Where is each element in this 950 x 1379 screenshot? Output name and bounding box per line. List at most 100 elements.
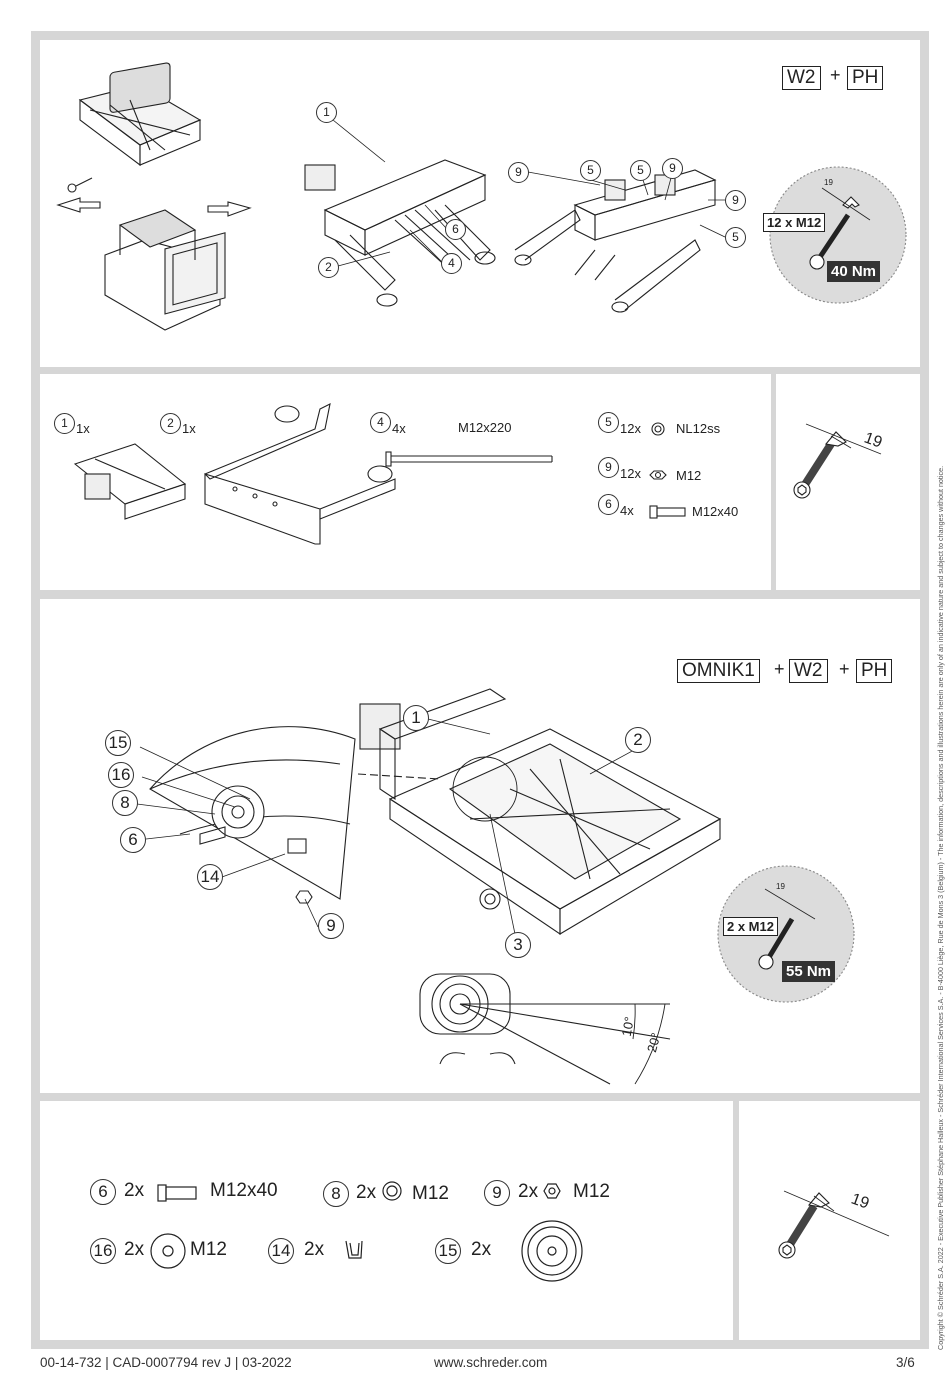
key-icon <box>67 183 77 193</box>
part-callout-2: 2 <box>160 413 181 434</box>
part-qty-14: 2x <box>304 1239 325 1260</box>
wrench-icon <box>800 441 835 489</box>
callout-9: 9 <box>662 158 683 179</box>
part-callout-16: 16 <box>90 1238 116 1264</box>
part-spec-5: NL12ss <box>676 421 721 436</box>
nut-icon-9 <box>543 1183 561 1199</box>
wrench-icon <box>785 1203 818 1249</box>
torque-value: 40 Nm <box>827 261 881 282</box>
luminaire-drawing-top <box>78 62 202 167</box>
callout-14: 14 <box>197 864 223 890</box>
washer-icon-16 <box>150 1233 186 1269</box>
badge-w2: W2 <box>789 659 828 683</box>
page-number: 3/6 <box>896 1355 915 1370</box>
leader-lines-1 <box>332 119 726 267</box>
bracket-assembly-drawing <box>304 159 496 307</box>
badge-omnik1: OMNIK1 <box>677 659 760 683</box>
part-callout-6: 6 <box>90 1179 116 1205</box>
part-spec-6: M12x40 <box>210 1180 278 1201</box>
arrow-right-top <box>207 201 252 217</box>
parts-panel-2: 6 2x M12x40 8 2x M12 9 2x M12 16 2x M12 … <box>40 1101 733 1340</box>
leader-lines-2 <box>136 718 646 935</box>
wrench-drawing-2 <box>778 1190 890 1259</box>
plus-sign: + <box>774 659 785 679</box>
luminaire-frame-drawing <box>359 688 722 936</box>
part-qty-9: 2x <box>518 1181 539 1202</box>
wrench-icon-2 <box>765 917 795 961</box>
arrow-left-top <box>56 197 101 213</box>
part-qty-6: 4x <box>620 503 634 518</box>
copyright-text: Copyright © Schréder S.A. 2022 - Executi… <box>936 465 945 1350</box>
nut-icon-9 <box>649 470 667 480</box>
assembly-panel-2: OMNIK1 + W2 + PH 1 2 15 16 8 6 14 9 3 10… <box>40 599 920 1093</box>
side-copyright: Copyright © Schréder S.A. 2022 - Executi… <box>934 260 948 1350</box>
torque-spec: 2 x M12 <box>723 917 778 936</box>
callout-9: 9 <box>508 162 529 183</box>
part-spec-8: M12 <box>412 1183 449 1204</box>
callout-2: 2 <box>318 257 339 278</box>
callout-15: 15 <box>105 730 131 756</box>
badge-w2: W2 <box>782 66 821 90</box>
parts-illustrations-2 <box>150 1181 583 1282</box>
part-callout-6: 6 <box>598 494 619 515</box>
part-qty-16: 2x <box>124 1239 145 1260</box>
part-spec-4: M12x220 <box>458 420 512 435</box>
parts-illustrations-1 <box>73 403 686 545</box>
bracket-assembly-drawing-2 <box>514 169 717 313</box>
torque-spec: 12 x M12 <box>763 213 826 232</box>
part-callout-5: 5 <box>598 412 619 433</box>
callout-6: 6 <box>445 219 466 240</box>
part-spec-9: M12 <box>676 468 702 483</box>
callout-16: 16 <box>108 762 134 788</box>
wrench-size: 19 <box>776 882 785 891</box>
bolt-icon-6 <box>649 505 686 519</box>
part-qty-8: 2x <box>356 1182 377 1203</box>
assembly-illustration-2 <box>136 688 855 1085</box>
wrench-drawing-1 <box>793 423 882 499</box>
callout-6: 6 <box>120 827 146 853</box>
torque-disk-1 <box>769 166 907 304</box>
wrench-icon-1 <box>815 213 851 262</box>
plus-sign: + <box>839 659 850 679</box>
callout-5: 5 <box>725 227 746 248</box>
website-link[interactable]: www.schreder.com <box>434 1355 548 1370</box>
part-2-drawing <box>204 403 396 545</box>
part-qty-4: 4x <box>392 421 406 436</box>
part-spec-9: M12 <box>573 1181 610 1202</box>
doc-reference: 00-14-732 | CAD-0007794 rev J | 03-2022 <box>40 1355 292 1370</box>
part-4-bolt-drawing <box>385 451 553 467</box>
part-callout-1: 1 <box>54 413 75 434</box>
callout-1: 1 <box>403 705 429 731</box>
part-1-drawing <box>73 443 187 520</box>
assembly-panel-1: W2 + PH 1 6 2 4 9 5 5 9 9 5 19 12 x M12 … <box>40 40 920 367</box>
ring-icon-15 <box>521 1220 583 1282</box>
detail-zoom-drawing <box>149 726 518 904</box>
tilt-detail-drawing <box>419 973 671 1085</box>
callout-3: 3 <box>505 932 531 958</box>
badge-ph: PH <box>856 659 893 683</box>
part-qty-5: 12x <box>620 421 641 436</box>
luminaire-drawing-bottom <box>104 209 226 331</box>
callout-4: 4 <box>441 253 462 274</box>
part-spec-6: M12x40 <box>692 504 739 519</box>
part-callout-9: 9 <box>484 1180 510 1206</box>
callout-1: 1 <box>316 102 337 123</box>
part-callout-4: 4 <box>370 412 391 433</box>
part-qty-1: 1x <box>76 421 90 436</box>
callout-2: 2 <box>625 727 651 753</box>
clip-icon-14 <box>345 1240 363 1259</box>
wrench-size: 19 <box>824 178 833 187</box>
part-qty-6: 2x <box>124 1180 145 1201</box>
callout-9: 9 <box>318 913 344 939</box>
bolt-icon-6 <box>157 1184 197 1202</box>
part-qty-15: 2x <box>471 1239 492 1260</box>
washer-icon-8 <box>382 1181 402 1201</box>
callout-9: 9 <box>725 190 746 211</box>
part-qty-9: 12x <box>620 466 641 481</box>
nut-icon-5 <box>651 422 665 436</box>
part-callout-8: 8 <box>323 1181 349 1207</box>
plus-sign: + <box>830 65 841 85</box>
wrench-panel-1: 19 <box>776 374 920 590</box>
part-callout-9: 9 <box>598 457 619 478</box>
callout-8: 8 <box>112 790 138 816</box>
